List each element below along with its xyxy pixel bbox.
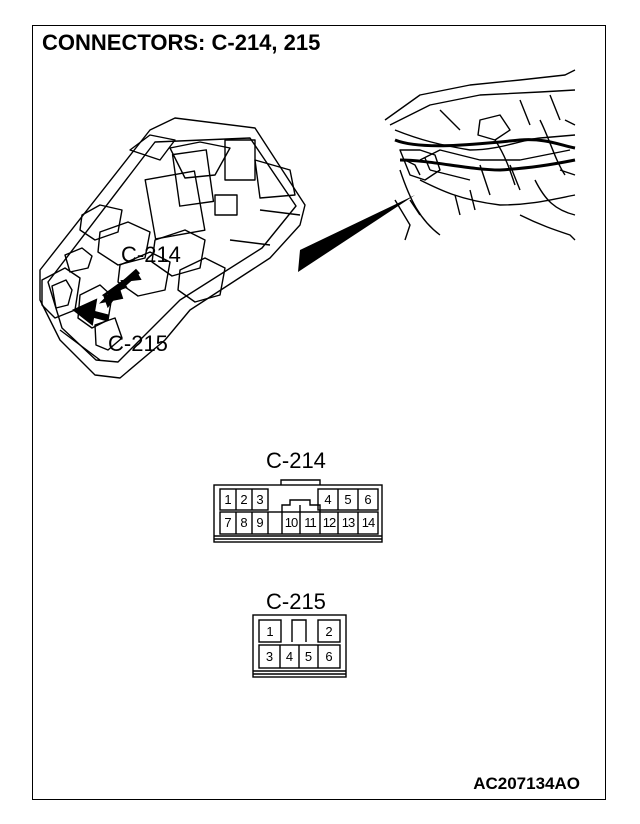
c214-pin-1: 1: [224, 492, 232, 507]
c214-pin-14: 14: [361, 515, 375, 530]
c215-pin-6: 6: [325, 649, 333, 664]
c214-pin-2: 2: [240, 492, 248, 507]
c215-pin-4: 4: [285, 649, 294, 664]
c214-pin-5: 5: [344, 492, 352, 507]
c214-pin-4: 4: [324, 492, 332, 507]
c215-pin-2: 2: [325, 624, 333, 639]
page-title: CONNECTORS: C-214, 215: [42, 30, 321, 55]
c214-pin-8: 8: [240, 515, 248, 530]
c214-callout-label: C-214: [121, 242, 181, 267]
c214-pin-12: 12: [322, 515, 336, 530]
c214-pin-9: 9: [256, 515, 264, 530]
c214-connector-title: C-214: [266, 448, 326, 473]
c215-pin-3: 3: [265, 649, 274, 664]
location-pointer: [298, 195, 415, 272]
c214-pin-7: 7: [224, 515, 232, 530]
diagram-frame: [32, 25, 606, 800]
c214-pin-6: 6: [364, 492, 372, 507]
junction-block-body: [39, 117, 306, 379]
figure-code: AC207134AO: [473, 774, 580, 793]
c214-pin-11: 11: [304, 515, 317, 530]
c214-pin-3: 3: [256, 492, 264, 507]
c214-pin-13: 13: [341, 515, 355, 530]
c215-connector-title: C-215: [266, 589, 326, 614]
c215-callout-label: C-215: [108, 331, 168, 356]
c214-pin-10: 10: [284, 515, 298, 530]
c215-arrow: [72, 298, 98, 326]
c215-pin-1: 1: [266, 624, 274, 639]
c215-pin-5: 5: [304, 649, 313, 664]
dashboard-outline: [384, 69, 576, 121]
